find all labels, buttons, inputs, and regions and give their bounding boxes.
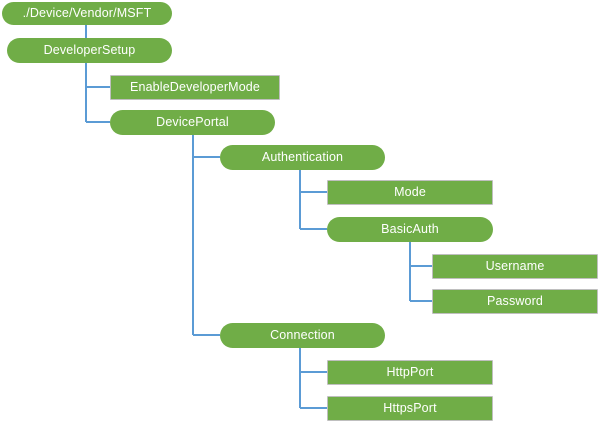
- node-httpsport[interactable]: HttpsPort: [327, 396, 493, 421]
- node-mode[interactable]: Mode: [327, 180, 493, 205]
- node-password[interactable]: Password: [432, 289, 598, 314]
- node-root[interactable]: ./Device/Vendor/MSFT: [2, 2, 172, 25]
- node-basicauth[interactable]: BasicAuth: [327, 217, 493, 242]
- connector-connection-to-httpport: [299, 348, 327, 373]
- node-httpport[interactable]: HttpPort: [327, 360, 493, 385]
- node-label-root: ./Device/Vendor/MSFT: [22, 6, 152, 21]
- connector-authentication-to-mode: [299, 170, 327, 193]
- connector-connection-to-httpsport: [299, 348, 327, 409]
- node-label-basicauth: BasicAuth: [381, 222, 439, 237]
- connector-deviceportal-to-connection: [192, 135, 220, 336]
- connector-deviceportal-to-authentication: [192, 135, 220, 158]
- node-label-mode: Mode: [394, 185, 426, 200]
- connector-authentication-to-basicauth: [299, 170, 327, 230]
- node-label-connection: Connection: [270, 328, 335, 343]
- node-label-authentication: Authentication: [261, 150, 344, 165]
- connector-developersetup-to-enabledevelopermode: [85, 63, 110, 88]
- connector-basicauth-to-username: [409, 242, 432, 267]
- node-username[interactable]: Username: [432, 254, 598, 279]
- node-label-developersetup: DeveloperSetup: [43, 43, 136, 58]
- node-enabledevelopermode[interactable]: EnableDeveloperMode: [110, 75, 280, 100]
- node-deviceportal[interactable]: DevicePortal: [110, 110, 275, 135]
- connector-developersetup-to-deviceportal: [85, 63, 110, 123]
- node-label-password: Password: [486, 294, 544, 309]
- node-label-httpsport: HttpsPort: [383, 401, 437, 416]
- node-label-deviceportal: DevicePortal: [156, 115, 229, 130]
- node-developersetup[interactable]: DeveloperSetup: [7, 38, 172, 63]
- node-authentication[interactable]: Authentication: [220, 145, 385, 170]
- node-connection[interactable]: Connection: [220, 323, 385, 348]
- node-label-httpport: HttpPort: [386, 365, 434, 380]
- node-label-username: Username: [485, 259, 545, 274]
- connector-basicauth-to-password: [409, 242, 432, 302]
- node-label-enabledevelopermode: EnableDeveloperMode: [129, 80, 261, 95]
